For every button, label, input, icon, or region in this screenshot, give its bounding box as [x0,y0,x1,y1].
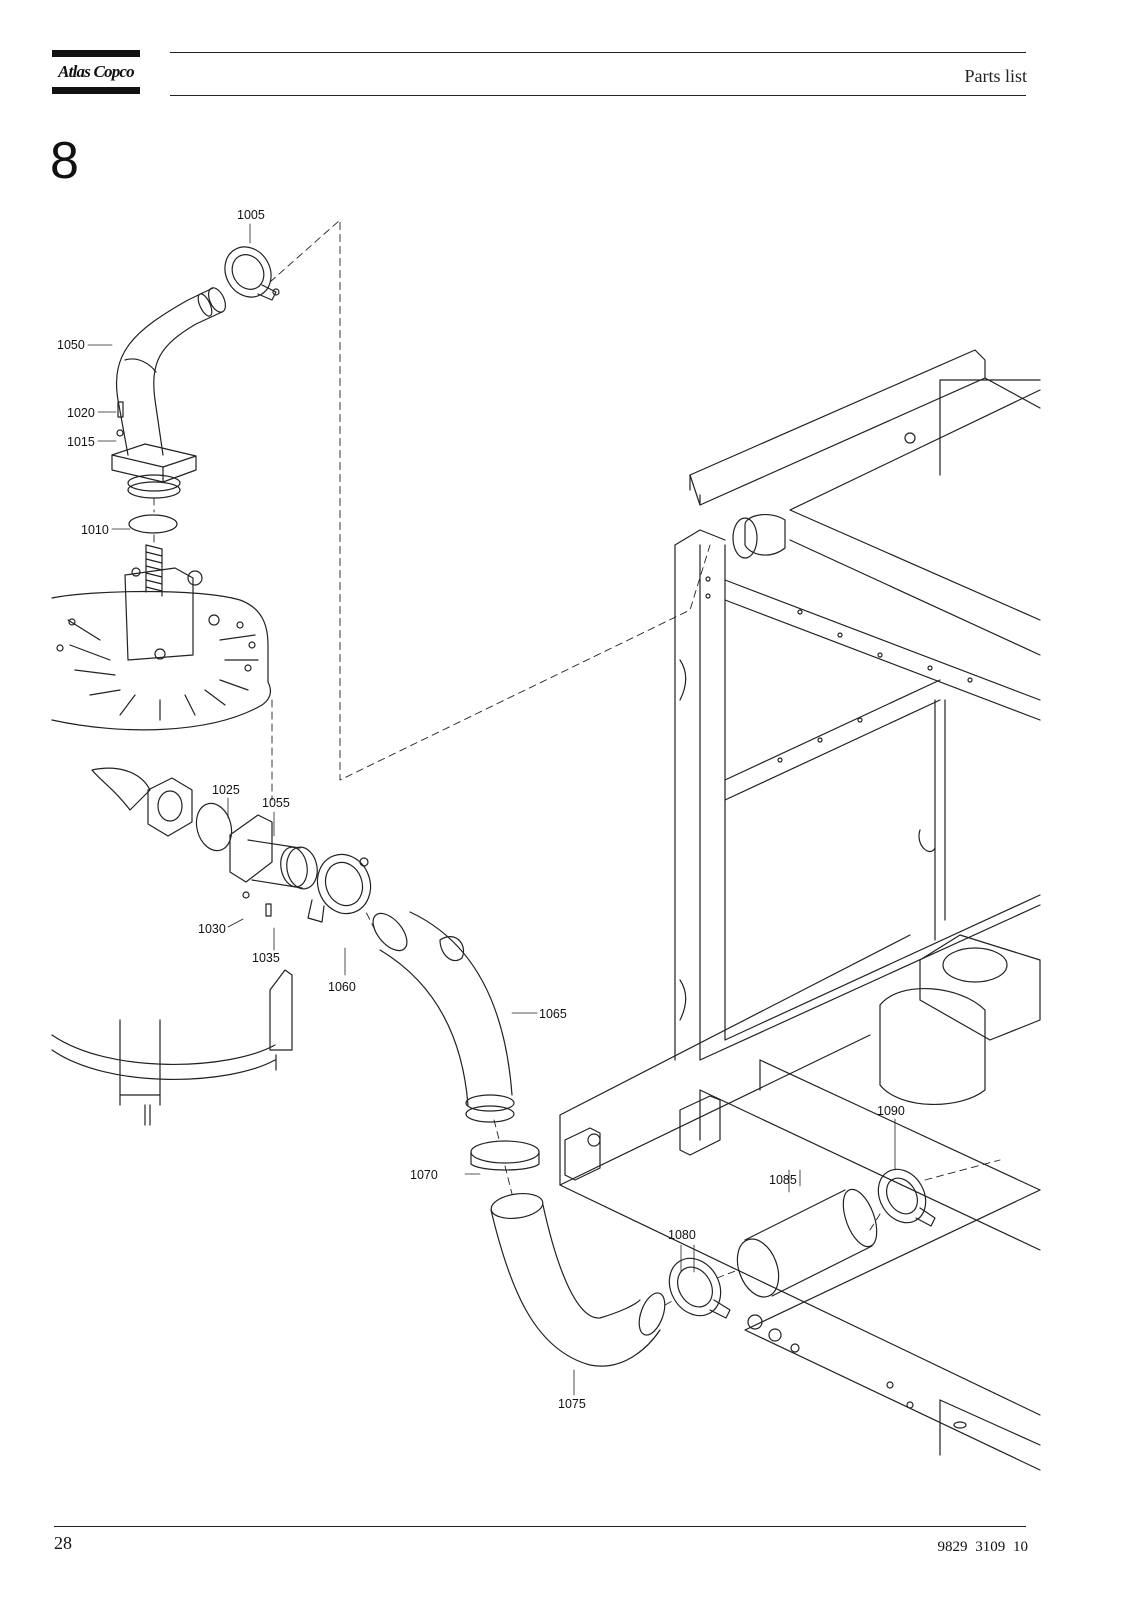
callout-1055: 1055 [262,796,290,810]
callout-1020: 1020 [67,406,95,420]
header-title: Parts list [964,66,1027,86]
elbow-pipe-1050 [116,287,226,456]
header-rule-top [170,52,1026,53]
callout-1035: 1035 [252,951,280,965]
callout-1025: 1025 [212,783,240,797]
straight-pipe-1085 [736,1188,878,1298]
callout-1075: 1075 [558,1397,586,1411]
clamp-1005 [224,246,280,301]
callout-leaders [87,223,896,1396]
u-pipe-1075 [490,1192,666,1367]
callout-1050: 1050 [57,338,85,352]
logo-bar-top [52,50,140,57]
callout-1065: 1065 [539,1007,567,1021]
atlas-copco-logo: Atlas Copco [52,50,140,95]
clamp-1070 [470,1140,540,1171]
compressor-frame [559,349,1041,1471]
callout-1080: 1080 [668,1228,696,1242]
logo-bar-bottom [52,87,140,94]
callout-1010: 1010 [81,523,109,537]
clamp-1080 [668,1257,731,1319]
section-number: 8 [50,132,79,190]
footer-rule [54,1526,1026,1527]
assembly-guide-lines [153,219,1001,1306]
callout-1015: 1015 [67,435,95,449]
callout-1060: 1060 [328,980,356,994]
callout-1030: 1030 [198,922,226,936]
callout-1085: 1085 [769,1173,797,1187]
bend-pipe-1065 [372,911,515,1123]
header-rule-bottom [170,95,1026,96]
callout-1070: 1070 [410,1168,438,1182]
coupling-1060 [307,853,372,923]
page-number: 28 [54,1533,72,1553]
callout-1090: 1090 [877,1104,905,1118]
pipe-adapter-1055 [229,814,318,917]
document-number: 9829 3109 10 [937,1539,1029,1555]
logo-brand-text: Atlas Copco [58,62,135,81]
flange-1010-1020 [111,401,197,534]
receiver-top-housing [51,567,272,731]
callout-1005: 1005 [237,208,265,222]
callout-labels: 1005 1050 1020 1015 1010 1025 1055 1030 … [57,208,905,1411]
bracket-flange-1025 [91,767,233,852]
valve-spring [145,544,163,597]
clamp-1090 [877,1168,936,1227]
receiver-bottom [51,969,293,1126]
